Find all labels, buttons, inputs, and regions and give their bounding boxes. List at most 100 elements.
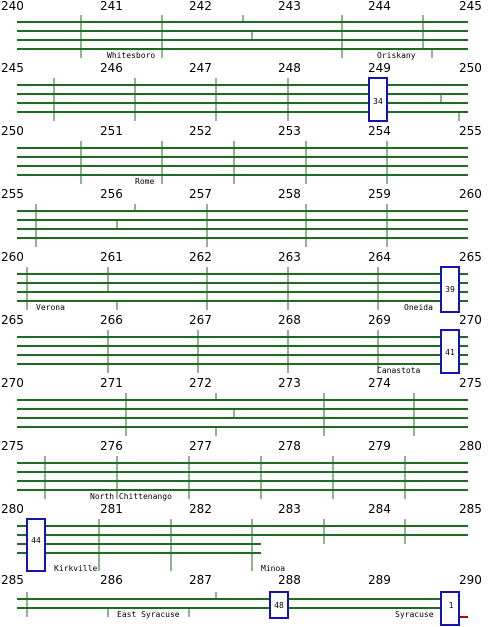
exit-number: 48 bbox=[274, 601, 284, 610]
milepost-label: 284 bbox=[368, 502, 391, 516]
exit-number: 41 bbox=[445, 348, 455, 357]
track-group bbox=[17, 330, 468, 373]
place-label: Canastota bbox=[377, 366, 421, 375]
milepost-label: 254 bbox=[368, 124, 391, 138]
milepost-label: 242 bbox=[189, 0, 212, 13]
row-4: 255 256 257 258 259 260 bbox=[1, 187, 482, 247]
milepost-label: 257 bbox=[189, 187, 212, 201]
milepost-label: 252 bbox=[189, 124, 212, 138]
exit-marker: 41 bbox=[440, 329, 460, 374]
milepost-label: 262 bbox=[189, 250, 212, 264]
milepost-label: 240 bbox=[1, 0, 24, 13]
milepost-label: 281 bbox=[100, 502, 123, 516]
row-2: 245 246 247 248 249 250 34 bbox=[1, 61, 482, 122]
milepost-label: 256 bbox=[100, 187, 123, 201]
row-9: 280 281 282 283 284 285 44 Kirkville Min… bbox=[1, 502, 482, 573]
track-group bbox=[17, 141, 468, 184]
milepost-label: 270 bbox=[1, 376, 24, 390]
milepost-label: 286 bbox=[100, 573, 123, 587]
milepost-label: 287 bbox=[189, 573, 212, 587]
exit-number: 34 bbox=[373, 97, 383, 106]
place-label: Rome bbox=[135, 177, 154, 186]
milepost-label: 266 bbox=[100, 313, 123, 327]
milepost-label: 273 bbox=[278, 376, 301, 390]
milepost-label: 263 bbox=[278, 250, 301, 264]
milepost-label: 280 bbox=[1, 502, 24, 516]
milepost-label: 241 bbox=[100, 0, 123, 13]
milepost-label: 278 bbox=[278, 439, 301, 453]
track-group bbox=[17, 267, 468, 310]
milepost-label: 277 bbox=[189, 439, 212, 453]
milepost-label: 247 bbox=[189, 61, 212, 75]
milepost-label: 269 bbox=[368, 313, 391, 327]
milepost-label: 259 bbox=[368, 187, 391, 201]
track-group bbox=[17, 592, 441, 617]
milepost-label: 260 bbox=[1, 250, 24, 264]
milepost-label: 283 bbox=[278, 502, 301, 516]
milepost-label: 251 bbox=[100, 124, 123, 138]
track-group bbox=[17, 519, 261, 571]
milepost-label: 258 bbox=[278, 187, 301, 201]
milepost-label: 274 bbox=[368, 376, 391, 390]
milepost-label: 255 bbox=[459, 124, 482, 138]
milepost-label: 264 bbox=[368, 250, 391, 264]
exit-number: 39 bbox=[445, 285, 455, 294]
milepost-label: 249 bbox=[368, 61, 391, 75]
milepost-label: 246 bbox=[100, 61, 123, 75]
milepost-label: 260 bbox=[459, 187, 482, 201]
exit-number: 1 bbox=[449, 601, 454, 610]
track-group bbox=[17, 456, 468, 499]
milepost-label: 245 bbox=[1, 61, 24, 75]
milepost-label: 245 bbox=[459, 0, 482, 13]
place-label: East Syracuse bbox=[117, 610, 180, 619]
place-label: North Chittenango bbox=[90, 492, 172, 501]
track-group bbox=[17, 204, 468, 247]
milepost-label: 290 bbox=[459, 573, 482, 587]
milepost-label: 275 bbox=[1, 439, 24, 453]
place-label: Syracuse bbox=[395, 610, 434, 619]
track-group bbox=[17, 519, 468, 544]
place-label: Oriskany bbox=[377, 51, 416, 60]
milepost-label: 255 bbox=[1, 187, 24, 201]
milepost-label: 268 bbox=[278, 313, 301, 327]
milepost-label: 244 bbox=[368, 0, 391, 13]
place-label: Minoa bbox=[261, 564, 285, 573]
milepost-label: 275 bbox=[459, 376, 482, 390]
milepost-label: 265 bbox=[459, 250, 482, 264]
milepost-label: 248 bbox=[278, 61, 301, 75]
exit-number: 44 bbox=[31, 536, 41, 545]
track-group bbox=[17, 393, 468, 436]
track-group bbox=[17, 78, 468, 121]
milepost-label: 288 bbox=[278, 573, 301, 587]
milepost-label: 289 bbox=[368, 573, 391, 587]
row-3: 250 251 252 253 254 255 Rome bbox=[1, 124, 482, 186]
milepost-label: 267 bbox=[189, 313, 212, 327]
row-10: 285 286 287 288 289 290 48 1 East Syracu… bbox=[1, 573, 482, 626]
milepost-label: 285 bbox=[1, 573, 24, 587]
milepost-label: 270 bbox=[459, 313, 482, 327]
exit-marker: 1 bbox=[440, 591, 460, 626]
milepost-label: 280 bbox=[459, 439, 482, 453]
row-8: 275 276 277 278 279 280 North Chittenang… bbox=[1, 439, 482, 501]
milepost-label: 253 bbox=[278, 124, 301, 138]
row-5: 260 261 262 263 264 265 39 Verona Oneida bbox=[1, 250, 482, 313]
milepost-label: 271 bbox=[100, 376, 123, 390]
exit-marker: 48 bbox=[269, 591, 289, 619]
milepost-label: 285 bbox=[459, 502, 482, 516]
milepost-label: 282 bbox=[189, 502, 212, 516]
milepost-label: 243 bbox=[278, 0, 301, 13]
milepost-label: 272 bbox=[189, 376, 212, 390]
row-6: 265 266 267 268 269 270 41 Canastota bbox=[1, 313, 482, 375]
milepost-label: 279 bbox=[368, 439, 391, 453]
row-1: 240 241 242 243 244 245 Whitesboro Orisk… bbox=[1, 0, 482, 60]
place-label: Verona bbox=[36, 303, 65, 312]
row-7: 270 271 272 273 274 275 bbox=[1, 376, 482, 436]
milepost-label: 250 bbox=[459, 61, 482, 75]
milepost-label: 261 bbox=[100, 250, 123, 264]
place-label: Kirkville bbox=[54, 564, 98, 573]
place-label: Whitesboro bbox=[107, 51, 155, 60]
place-label: Oneida bbox=[404, 303, 433, 312]
exit-marker: 44 bbox=[26, 518, 46, 572]
track-group bbox=[17, 15, 468, 58]
